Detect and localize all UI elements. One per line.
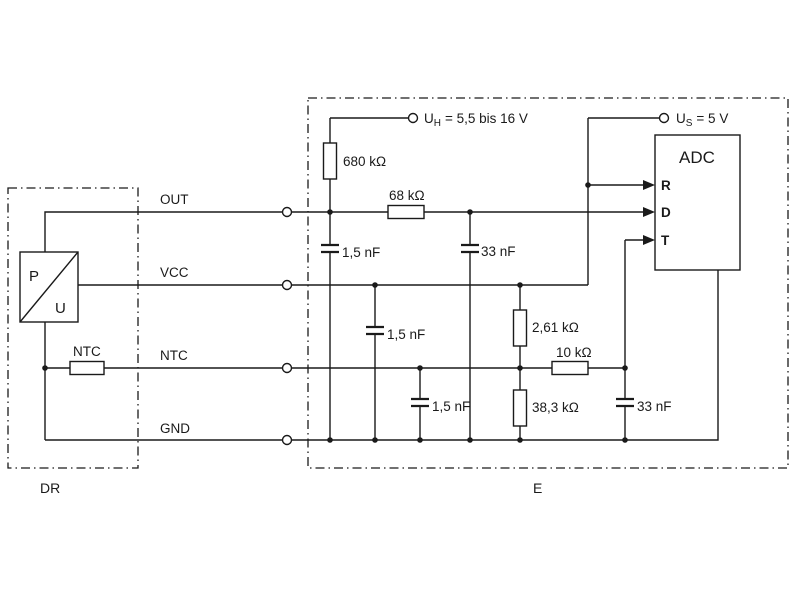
junction-dot: [42, 365, 48, 371]
resistor-10k: [551, 360, 589, 376]
terminal-ntc: [281, 362, 293, 374]
junction-dot: [517, 365, 523, 371]
terminal-out: [281, 206, 293, 218]
signal-labels: OUT VCC NTC GND: [160, 192, 190, 436]
signal-label-out: OUT: [160, 192, 189, 207]
wire-gnd: [45, 270, 719, 441]
label-2k61: 2,61 kΩ: [532, 320, 579, 335]
junction-dot: [467, 209, 473, 215]
capacitors: [321, 243, 634, 408]
label-c-out-33n: 33 nF: [481, 244, 516, 259]
resistors: [69, 142, 589, 427]
uh-supply-label: UH= 5,5 bis 16 V: [424, 111, 528, 129]
dr-boundary-box: [7, 187, 139, 469]
block-label-e: E: [533, 480, 542, 496]
junction-dot: [622, 437, 628, 443]
arrowhead-d: [643, 207, 655, 217]
signal-label-ntc: NTC: [160, 348, 188, 363]
sensor-u-label: U: [55, 300, 66, 317]
label-10k: 10 kΩ: [556, 345, 592, 360]
junction-dot: [467, 437, 473, 443]
adc-pin-r: R: [661, 178, 671, 193]
junction-dot: [417, 437, 423, 443]
resistor-ntc: [69, 360, 105, 376]
block-label-dr: DR: [40, 480, 60, 496]
sensor-p-label: P: [29, 268, 39, 285]
label-38k3: 38,3 kΩ: [532, 400, 579, 415]
resistor-38k3: [512, 389, 528, 427]
terminal-gnd: [281, 434, 293, 446]
terminal-us: [658, 112, 670, 124]
junction-dot: [417, 365, 423, 371]
sensor-symbol: P U: [19, 251, 79, 323]
arrowhead-t: [643, 235, 655, 245]
label-680k: 680 kΩ: [343, 154, 386, 169]
capacitor-out-1n5: [321, 243, 339, 254]
adc-pin-d: D: [661, 205, 671, 220]
signal-label-vcc: VCC: [160, 265, 189, 280]
junction-dot: [517, 437, 523, 443]
label-ntc-resistor: NTC: [73, 344, 101, 359]
capacitor-out-33n: [461, 243, 479, 254]
capacitor-ntc-1n5: [411, 397, 429, 408]
label-c-vcc-1n5: 1,5 nF: [387, 327, 425, 342]
capacitor-t-33n: [616, 397, 634, 408]
resistor-68k: [387, 204, 425, 220]
wires: [44, 117, 719, 441]
label-68k: 68 kΩ: [389, 188, 425, 203]
component-labels: 680 kΩ 68 kΩ 1,5 nF 33 nF 1,5 nF 1,5 nF …: [73, 154, 672, 415]
junction-dot: [622, 365, 628, 371]
resistor-680k: [322, 142, 338, 180]
us-supply-label: US= 5 V: [676, 111, 728, 129]
wire-out: [44, 211, 644, 252]
adc-label: ADC: [679, 148, 715, 167]
adc-box: [654, 134, 741, 271]
capacitor-vcc-1n5: [366, 325, 384, 336]
junction-dots: [42, 182, 628, 443]
arrowhead-r: [643, 180, 655, 190]
adc-block: ADC R D T: [643, 134, 741, 271]
terminals: [281, 112, 670, 446]
label-c-ntc-1n5: 1,5 nF: [432, 399, 470, 414]
label-c-out-1n5: 1,5 nF: [342, 245, 380, 260]
junction-dot: [517, 282, 523, 288]
terminal-vcc: [281, 279, 293, 291]
resistor-2k61: [512, 309, 528, 347]
terminal-uh: [407, 112, 419, 124]
adc-pin-t: T: [661, 233, 670, 248]
label-c-t-33n: 33 nF: [637, 399, 672, 414]
junction-dot: [327, 209, 333, 215]
sensor-diagonal: [19, 251, 79, 323]
signal-label-gnd: GND: [160, 421, 190, 436]
junction-dot: [372, 437, 378, 443]
junction-dot: [585, 182, 591, 188]
junction-dot: [327, 437, 333, 443]
junction-dot: [372, 282, 378, 288]
